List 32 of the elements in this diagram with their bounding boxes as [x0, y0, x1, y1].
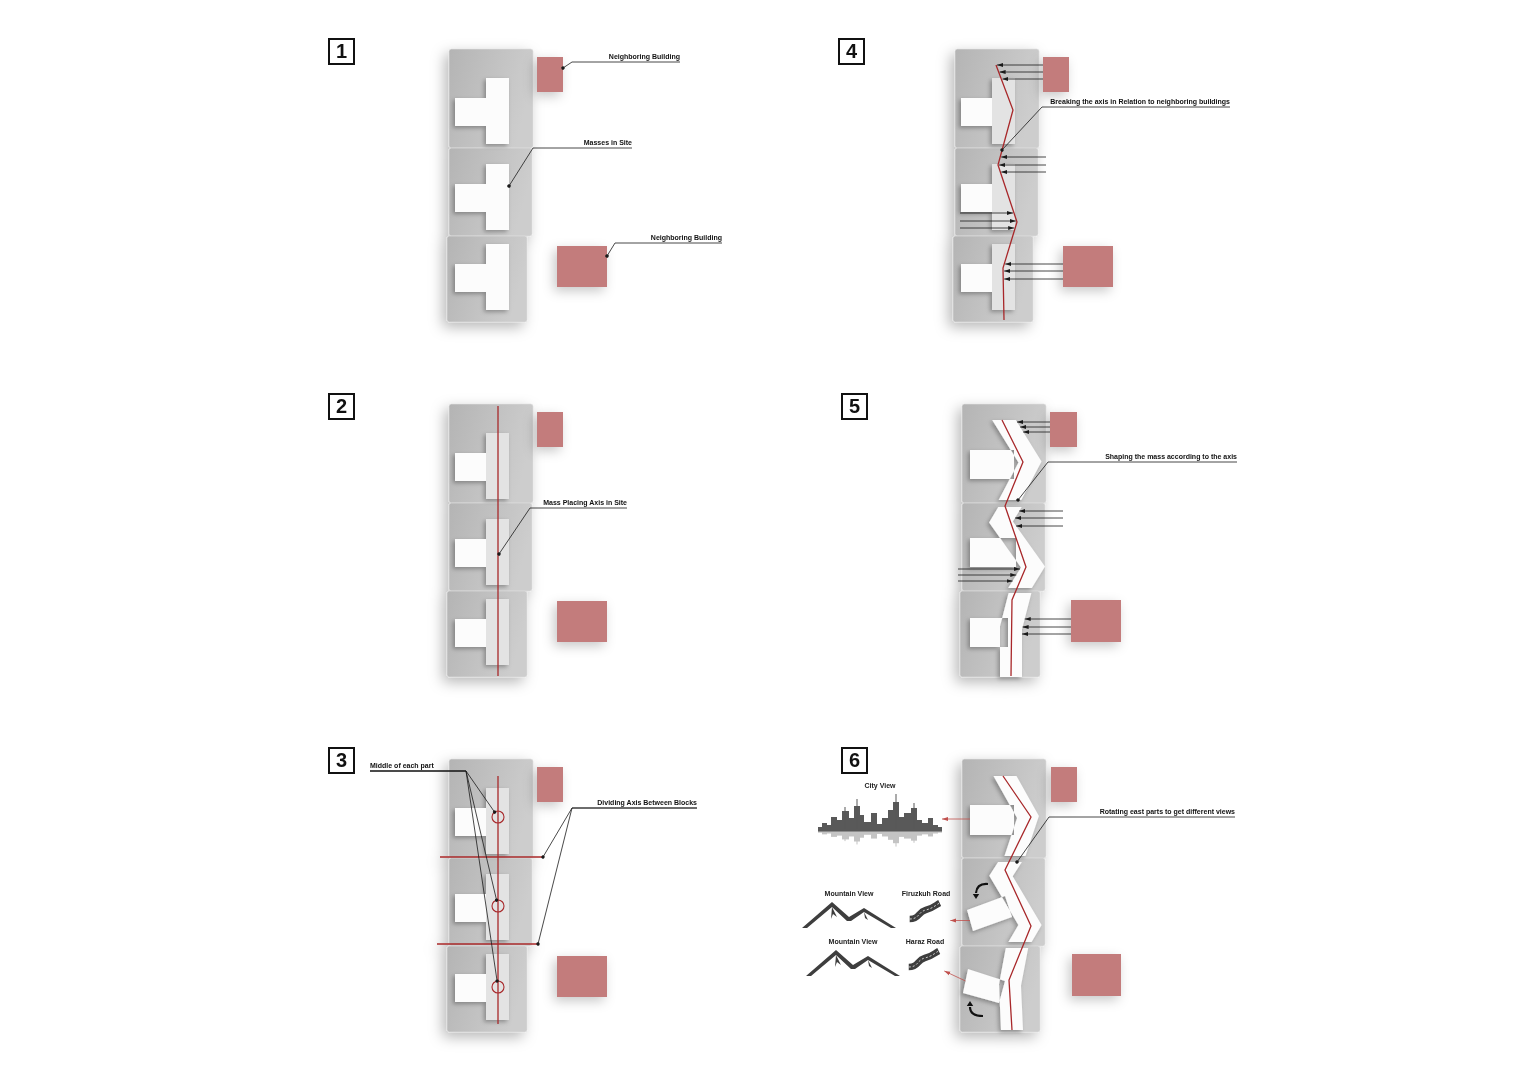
building-mass	[963, 948, 1029, 1030]
building-mass	[970, 507, 1045, 588]
step-number: 5	[841, 393, 868, 420]
building-footprint	[1043, 57, 1069, 92]
building-footprint	[537, 57, 563, 92]
building-footprint	[1072, 954, 1121, 996]
step-number: 1	[328, 38, 355, 65]
dividing-line	[436, 943, 539, 945]
building-mass	[970, 593, 1032, 677]
step-number: 3	[328, 747, 355, 774]
building-mass	[455, 164, 509, 230]
step-number: 2	[328, 393, 355, 420]
step-number: 6	[841, 747, 868, 774]
midpoint-ring	[491, 899, 505, 913]
axis-line	[497, 405, 499, 677]
axis-line	[995, 64, 1018, 321]
building-footprint	[557, 956, 607, 997]
dividing-line	[439, 856, 544, 858]
building-footprint	[1063, 246, 1113, 287]
building-mass	[967, 862, 1042, 942]
midpoint-ring	[491, 980, 505, 994]
building-footprint	[1050, 412, 1077, 447]
building-footprint	[1051, 767, 1077, 802]
building-footprint	[537, 412, 563, 447]
building-mass	[970, 776, 1039, 856]
building-footprint	[537, 767, 563, 802]
midpoint-ring	[491, 810, 505, 824]
building-footprint	[557, 246, 607, 287]
building-footprint	[1071, 600, 1121, 642]
building-mass	[970, 420, 1042, 500]
building-footprint	[557, 601, 607, 642]
step-number: 4	[838, 38, 865, 65]
